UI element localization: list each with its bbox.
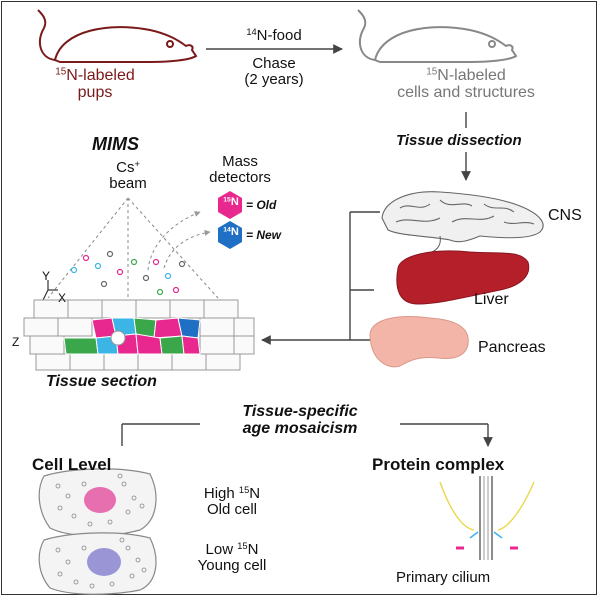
- tissue-nucleus: [110, 330, 126, 346]
- axis-z-label: Z: [12, 335, 20, 349]
- brain-icon: [381, 191, 544, 255]
- tissue-dissection-label: Tissue dissection: [396, 132, 522, 149]
- new-isotope-label: 14N: [220, 226, 242, 239]
- food-superscript: 14: [246, 26, 257, 37]
- old-legend-label: = Old: [246, 198, 277, 212]
- cells-superscript: 15: [426, 66, 438, 78]
- mims-title: MIMS: [92, 134, 139, 154]
- low-superscript: 15: [237, 540, 248, 551]
- high-label: High 15N Old cell: [172, 484, 292, 518]
- young-cell-icon: [38, 532, 157, 595]
- high-text: High: [203, 485, 235, 502]
- primary-cilium-label: Primary cilium: [396, 569, 491, 586]
- pups-label-line1: N-labeled: [66, 67, 135, 84]
- detector-old-hexagon: [218, 191, 242, 219]
- new-isotope-superscript: 14: [223, 226, 231, 234]
- chase-label: Chase (2 years): [214, 56, 334, 88]
- high-superscript: 15: [238, 484, 250, 495]
- mosaicism-title-line1: Tissue-specific: [242, 403, 358, 420]
- pups-label: 15N-labeled pups: [30, 66, 160, 102]
- low-label: Low 15N Young cell: [172, 540, 292, 574]
- cells-label: 15N-labeled cells and structures: [366, 66, 566, 102]
- tissue-cells: [63, 317, 201, 355]
- cells-label-line1: N-labeled: [437, 67, 506, 84]
- cell-vesicles: [55, 473, 147, 589]
- mosaicism-title-line2: age mosaicism: [242, 419, 358, 437]
- secondary-ions: [70, 250, 186, 296]
- old-isotope-label: 15N: [220, 196, 242, 209]
- ion-beam: [47, 197, 219, 299]
- new-isotope-element: N: [230, 226, 239, 238]
- high-element: N: [249, 485, 261, 502]
- detectors-label-line1: Mass: [222, 153, 258, 170]
- protein-complex-title: Protein complex: [372, 455, 505, 474]
- detectors-label-line2: detectors: [209, 168, 271, 186]
- mosaicism-branch: [121, 423, 493, 447]
- axis-y-label: Y: [42, 269, 51, 283]
- pups-label-line2: pups: [77, 83, 113, 101]
- chase-label-line1: Chase: [252, 55, 296, 72]
- pups-superscript: 15: [55, 66, 67, 78]
- organ-label-liver: Liver: [474, 291, 509, 308]
- detector-new-hexagon: [218, 221, 242, 249]
- old-isotope-superscript: 15: [223, 196, 231, 204]
- chase-label-line2: (2 years): [244, 70, 304, 88]
- low-element: N: [247, 541, 259, 558]
- low-text: Low: [205, 541, 234, 558]
- cell-level-title: Cell Level: [32, 455, 112, 474]
- axis-x-label: X: [58, 291, 67, 305]
- beam-label: Cs+ beam: [96, 158, 160, 192]
- cells-label-line2: cells and structures: [397, 83, 535, 101]
- chased-animal-icon: [357, 9, 518, 63]
- old-cell-label: Old cell: [206, 500, 258, 518]
- mosaicism-title: Tissue-specific age mosaicism: [190, 403, 410, 438]
- beam-label-line2: beam: [109, 174, 147, 192]
- pancreas-icon: [369, 316, 469, 368]
- organ-bracket: [261, 211, 380, 345]
- tissue-section-label: Tissue section: [46, 373, 157, 390]
- new-legend-label: = New: [246, 228, 282, 242]
- food-label: 14N-food: [214, 26, 334, 44]
- organ-label-cns: CNS: [548, 207, 582, 224]
- old-cell-icon: [38, 468, 157, 537]
- tissue-section: [23, 299, 255, 371]
- primary-cilium-icon: [439, 476, 535, 560]
- young-cell-label: Young cell: [197, 556, 267, 574]
- beam-superscript: +: [134, 158, 140, 169]
- food-label-text: N-food: [256, 27, 302, 44]
- liver-icon: [396, 250, 530, 305]
- organ-label-pancreas: Pancreas: [478, 339, 546, 356]
- beam-label-text: Cs: [116, 159, 135, 176]
- detectors-label: Mass detectors: [194, 154, 286, 186]
- old-isotope-element: N: [230, 196, 239, 208]
- labeled-pup-icon: [37, 9, 198, 63]
